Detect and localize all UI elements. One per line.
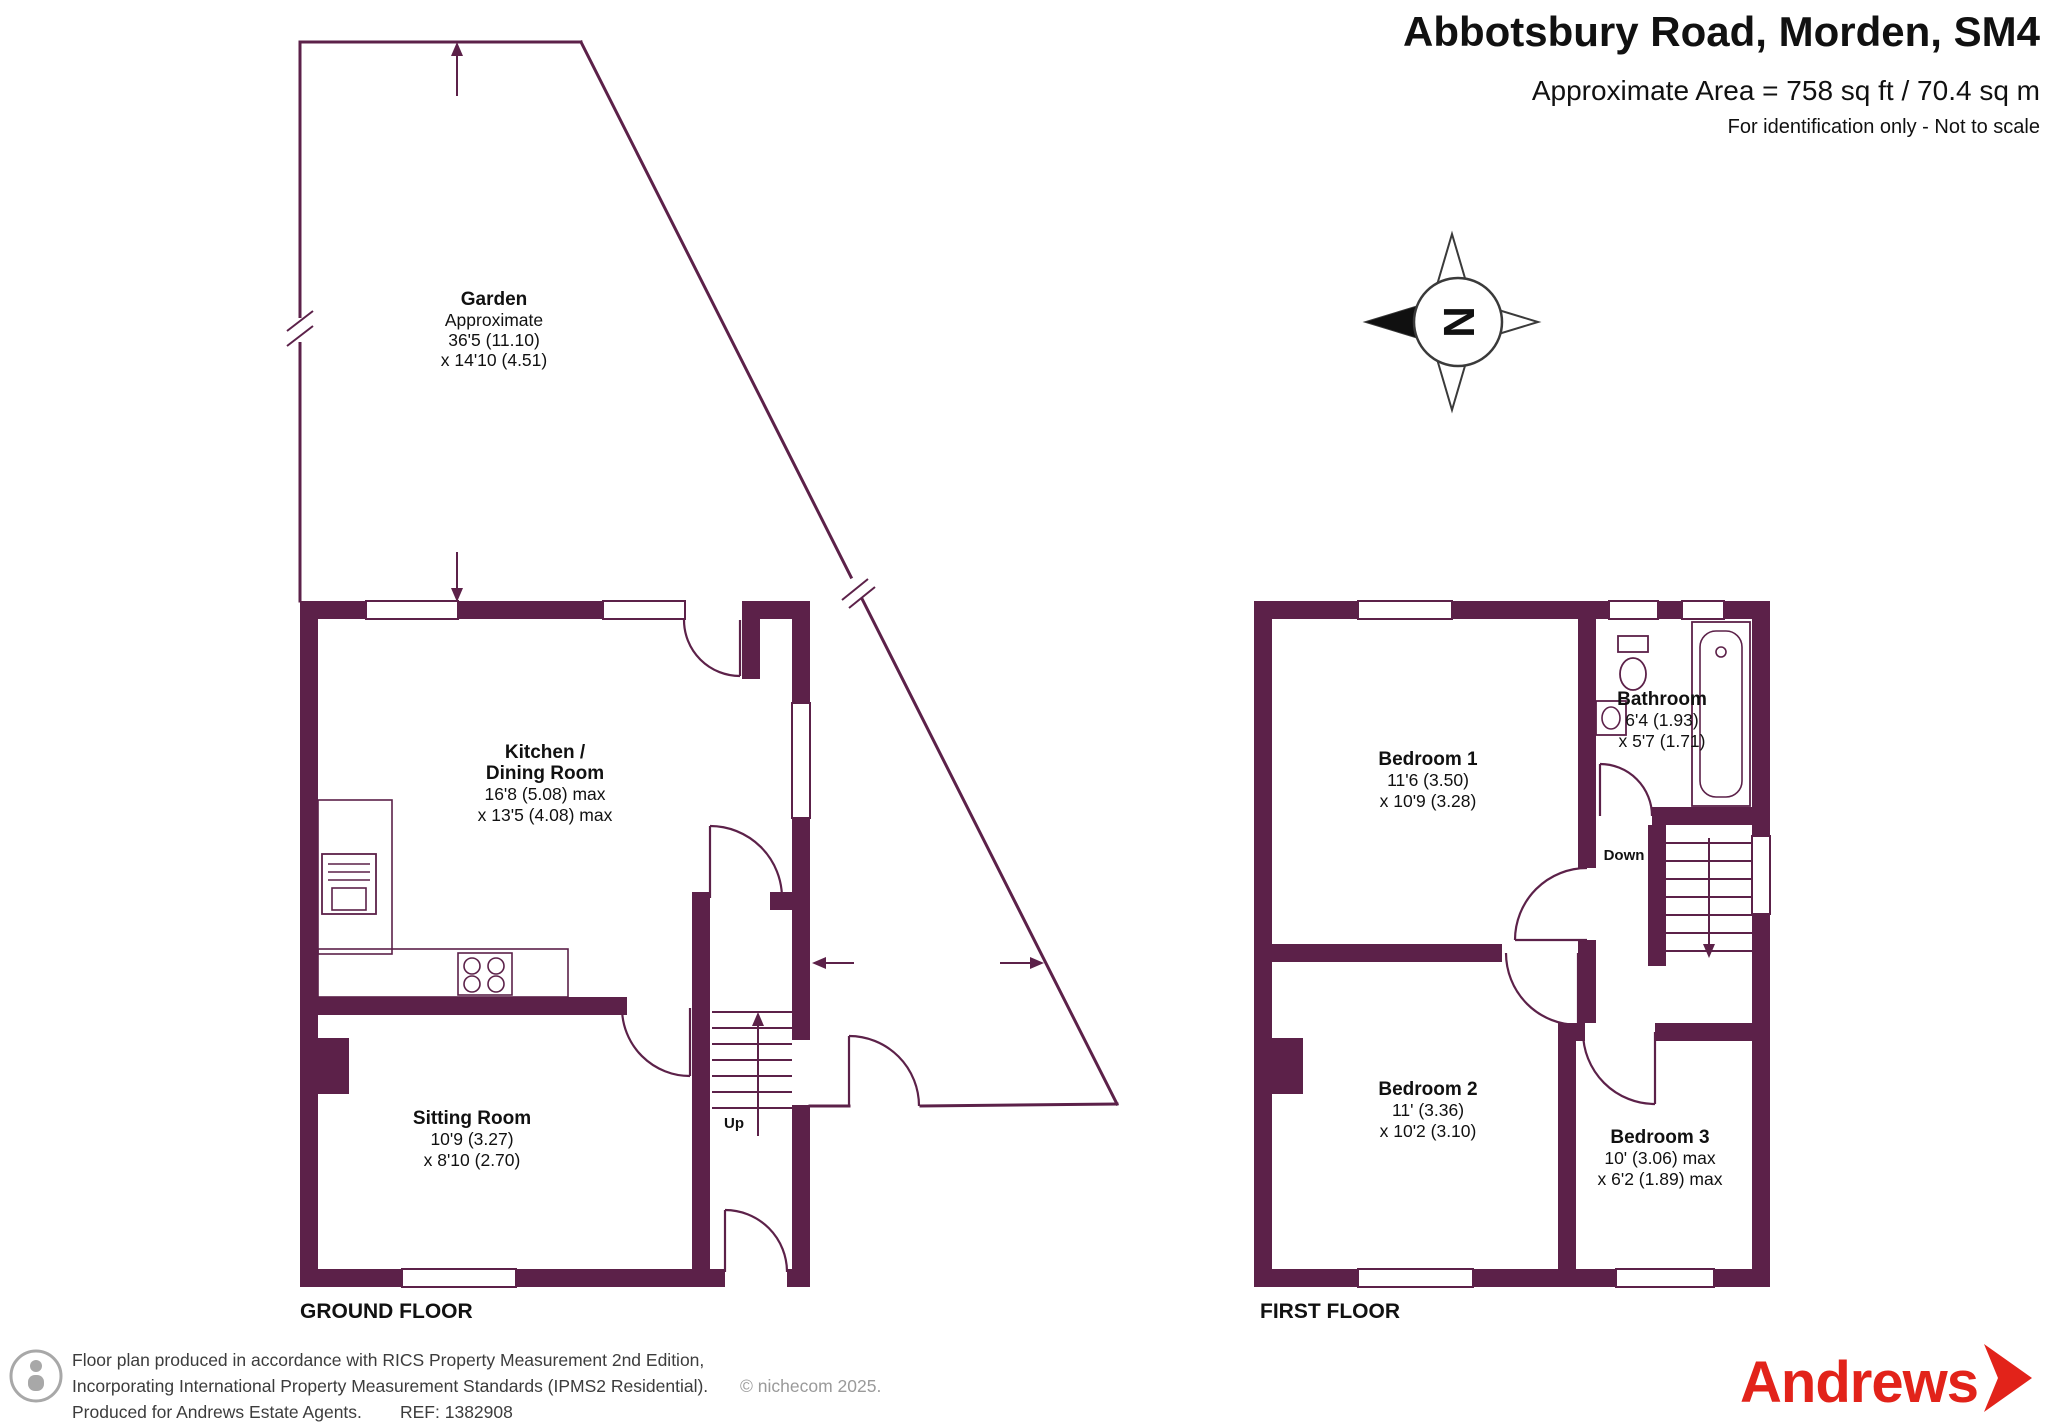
sitting-room-dim1: 10'9 (3.27) bbox=[430, 1129, 513, 1149]
window bbox=[1751, 835, 1771, 915]
window bbox=[1608, 600, 1659, 620]
ground-floor-plan: Kitchen / Dining Room 16'8 (5.08) max x … bbox=[300, 600, 811, 1323]
andrews-logo: Andrews bbox=[1740, 1344, 2032, 1415]
window bbox=[1357, 1268, 1474, 1288]
bedroom3-dim2: x 6'2 (1.89) max bbox=[1598, 1169, 1723, 1189]
bedroom3-dim1: 10' (3.06) max bbox=[1604, 1148, 1716, 1168]
ground-stairs bbox=[712, 1011, 792, 1136]
down-label: Down bbox=[1604, 847, 1645, 864]
bathroom-dim1: 6'4 (1.93) bbox=[1625, 710, 1698, 730]
garden-label: Garden bbox=[461, 289, 528, 310]
toilet-cistern bbox=[1617, 635, 1649, 653]
footer-copyright: © nichecom 2025. bbox=[740, 1376, 881, 1396]
bedroom3-label: Bedroom 3 bbox=[1610, 1127, 1709, 1148]
page-title: Abbotsbury Road, Morden, SM4 bbox=[1403, 8, 2041, 55]
ground-walls bbox=[300, 601, 810, 1287]
side-passage-arrows bbox=[812, 957, 1044, 969]
compass-north-label: N bbox=[1435, 306, 1484, 338]
bath bbox=[1691, 621, 1751, 807]
window bbox=[602, 600, 686, 620]
bedroom3-door-arc bbox=[1581, 1031, 1656, 1106]
approximate-area: Approximate Area = 758 sq ft / 70.4 sq m bbox=[1532, 75, 2040, 106]
footer-ref: REF: 1382908 bbox=[400, 1402, 513, 1422]
ground-doors bbox=[620, 619, 789, 1273]
ground-windows bbox=[365, 600, 811, 1288]
sitting-room-dim2: x 8'10 (2.70) bbox=[424, 1150, 521, 1170]
front-door-arc bbox=[724, 1208, 789, 1273]
garden-dim1: 36'5 (11.10) bbox=[448, 330, 540, 350]
disclaimer-note: For identification only - Not to scale bbox=[1728, 116, 2040, 138]
footer-produced: Produced for Andrews Estate Agents. bbox=[72, 1402, 362, 1422]
bedroom2-door-arc bbox=[1504, 952, 1579, 1027]
kitchen-fixtures bbox=[317, 799, 569, 998]
footer: Floor plan produced in accordance with R… bbox=[9, 1344, 2032, 1422]
window bbox=[365, 600, 459, 620]
garden-measure-arrow-down bbox=[451, 552, 463, 602]
compass-dial bbox=[1412, 276, 1504, 368]
first-stairs bbox=[1666, 838, 1752, 958]
footer-line2: Incorporating International Property Mea… bbox=[72, 1376, 708, 1396]
kitchen-counter bbox=[317, 799, 393, 955]
window bbox=[1357, 600, 1453, 620]
garden-dim2: x 14'10 (4.51) bbox=[441, 350, 547, 370]
bathroom-label: Bathroom bbox=[1617, 689, 1707, 710]
ground-floor-title: GROUND FLOOR bbox=[300, 1300, 473, 1323]
kitchen-sink bbox=[321, 853, 377, 915]
kitchen-label: Kitchen / bbox=[505, 742, 586, 763]
compass: N bbox=[1362, 230, 1542, 414]
first-floor-plan: Bedroom 1 11'6 (3.50) x 10'9 (3.28) Bath… bbox=[1254, 600, 1771, 1323]
bedroom2-dim1: 11' (3.36) bbox=[1392, 1100, 1464, 1120]
up-label: Up bbox=[724, 1115, 744, 1132]
header: Abbotsbury Road, Morden, SM4 Approximate… bbox=[1403, 8, 2041, 138]
bedroom1-door-arc bbox=[1513, 866, 1588, 941]
bedroom1-dim2: x 10'9 (3.28) bbox=[1380, 791, 1477, 811]
back-door-arc bbox=[682, 619, 741, 678]
bedroom1-label: Bedroom 1 bbox=[1378, 749, 1478, 770]
stairs-down-arrow bbox=[1703, 944, 1715, 958]
kitchen-dim2: x 13'5 (4.08) max bbox=[478, 805, 613, 825]
andrews-arrow-icon bbox=[1984, 1344, 2032, 1412]
bedroom2-label: Bedroom 2 bbox=[1378, 1079, 1477, 1100]
nichecom-logo-icon bbox=[9, 1349, 63, 1403]
first-doors bbox=[1504, 762, 1657, 1106]
window bbox=[1681, 600, 1725, 620]
garden-note: Approximate bbox=[445, 310, 543, 330]
kitchen-counter bbox=[317, 948, 569, 998]
toilet-bowl bbox=[1619, 657, 1647, 691]
kitchen-label2: Dining Room bbox=[486, 763, 604, 784]
footer-line1: Floor plan produced in accordance with R… bbox=[72, 1350, 704, 1370]
window bbox=[791, 702, 811, 819]
kitchen-hall-door-arc bbox=[709, 824, 784, 899]
bathroom-fixtures bbox=[1595, 621, 1751, 807]
window bbox=[401, 1268, 517, 1288]
bathroom-door-arc bbox=[1599, 762, 1654, 817]
bedroom1-dim1: 11'6 (3.50) bbox=[1387, 770, 1469, 790]
bedroom2-dim2: x 10'2 (3.10) bbox=[1380, 1121, 1477, 1141]
kitchen-dim1: 16'8 (5.08) max bbox=[484, 784, 605, 804]
kitchen-hob bbox=[457, 952, 513, 996]
chimney-breast bbox=[318, 1038, 349, 1094]
garden-measure-arrow-up bbox=[451, 42, 463, 96]
sitting-room-door-arc bbox=[620, 1007, 691, 1078]
first-windows bbox=[1357, 600, 1771, 1288]
chimney-breast bbox=[1272, 1038, 1303, 1094]
garden-boundary: Garden Approximate 36'5 (11.10) x 14'10 … bbox=[286, 39, 1120, 1108]
garden-gate-door bbox=[847, 1034, 921, 1107]
stairs-up-arrow bbox=[752, 1012, 764, 1026]
window bbox=[1615, 1268, 1715, 1288]
andrews-wordmark: Andrews bbox=[1740, 1350, 1978, 1415]
sitting-room-label: Sitting Room bbox=[413, 1108, 531, 1129]
first-walls bbox=[1254, 601, 1770, 1287]
first-floor-title: FIRST FLOOR bbox=[1260, 1300, 1400, 1323]
bathroom-dim2: x 5'7 (1.71) bbox=[1619, 731, 1706, 751]
